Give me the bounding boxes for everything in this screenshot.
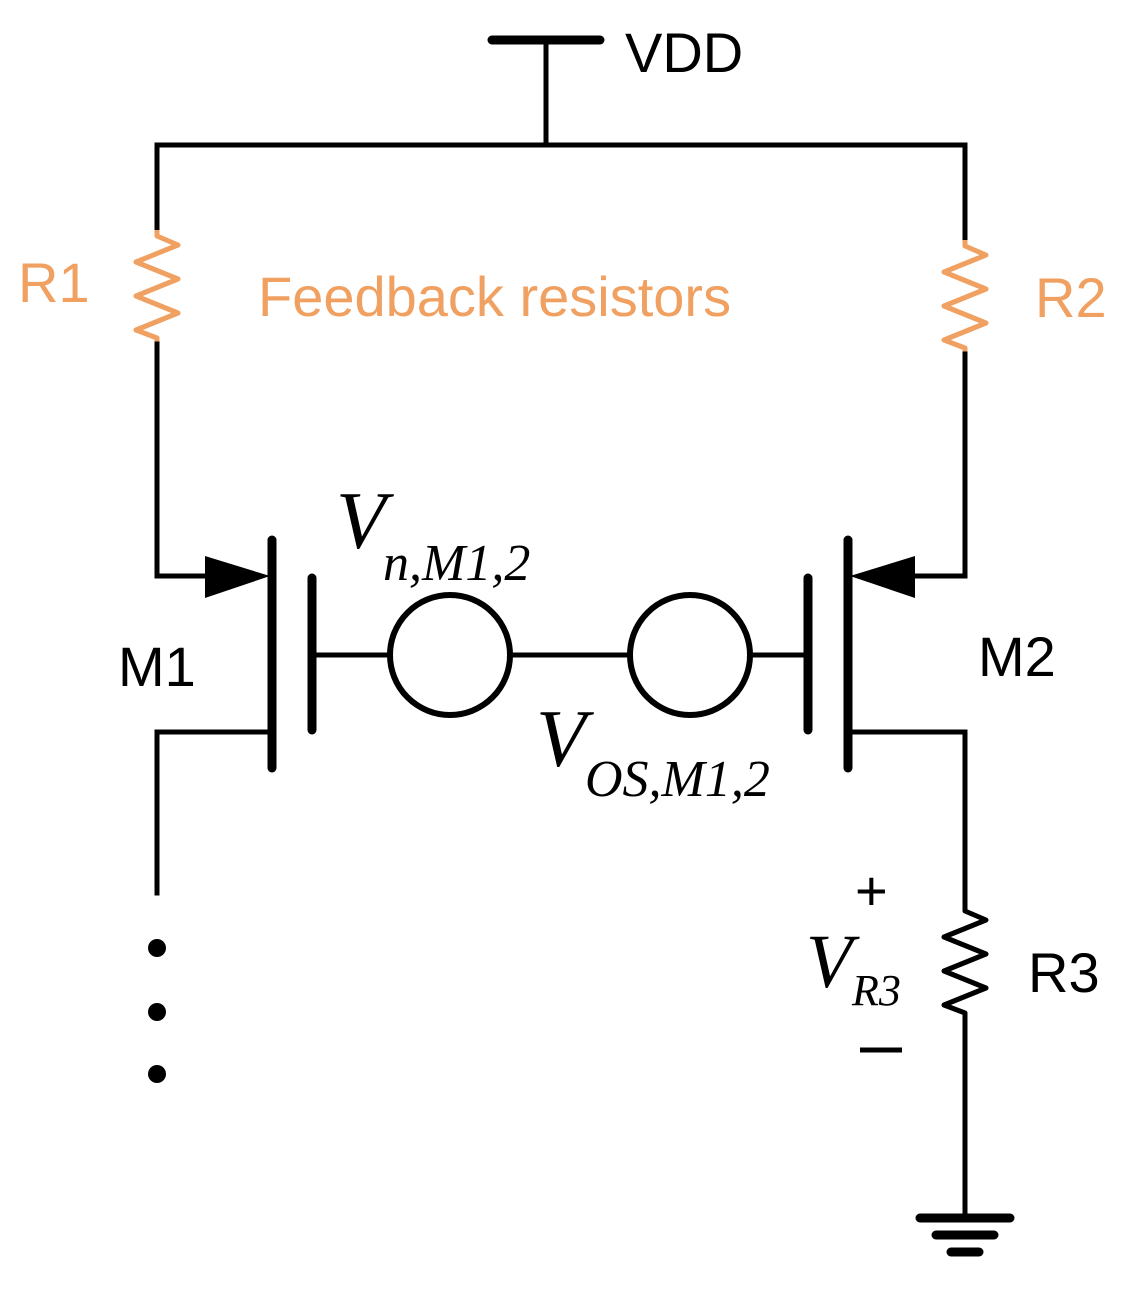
- r3-resistor: R3: [941, 905, 1100, 1019]
- m1-transistor: M1: [118, 535, 317, 896]
- feedback-resistors-label: Feedback resistors: [258, 265, 731, 328]
- offset-source-label: V OS,M1,2: [536, 693, 770, 808]
- vr3-label-main: V: [806, 920, 860, 1004]
- noise-label-sub: n,M1,2: [383, 535, 530, 592]
- dot: [148, 1003, 166, 1021]
- offset-label-main: V: [536, 693, 594, 784]
- dot: [148, 939, 166, 957]
- m2-source-arrow: [850, 556, 915, 598]
- top-rail: [154, 142, 968, 243]
- r1-zigzag: [133, 230, 181, 344]
- r2-resistor: R2: [941, 240, 1107, 354]
- r2-label: R2: [1035, 266, 1107, 329]
- offset-voltage-source: [627, 592, 753, 718]
- m2-source-wire: [902, 351, 968, 579]
- noise-voltage-source: [387, 592, 513, 718]
- dot: [148, 1065, 166, 1083]
- continuation-dots: [148, 939, 166, 1083]
- m2-drain-wire: [845, 729, 968, 908]
- vr3-label-sub: R3: [851, 966, 901, 1015]
- r3-voltage-annotation: + V R3 −: [806, 859, 902, 1053]
- offset-label-sub: OS,M1,2: [585, 751, 770, 808]
- m2-label: M2: [978, 625, 1056, 688]
- r2-zigzag: [941, 240, 989, 354]
- plus-sign: +: [855, 859, 888, 922]
- r3-zigzag: [941, 905, 989, 1019]
- m1-source-wire: [154, 341, 218, 579]
- noise-source-label: V n,M1,2: [336, 475, 530, 592]
- noise-label-main: V: [336, 475, 394, 566]
- vdd-label: VDD: [625, 21, 743, 84]
- m1-source-arrow: [205, 556, 270, 598]
- r1-resistor: R1: [18, 230, 181, 344]
- vdd-supply: VDD: [487, 21, 743, 148]
- m1-label: M1: [118, 635, 196, 698]
- r3-label: R3: [1028, 941, 1100, 1004]
- r1-label: R1: [18, 251, 90, 314]
- m1-drain-wire: [154, 729, 275, 896]
- ground-icon: [915, 1213, 1015, 1257]
